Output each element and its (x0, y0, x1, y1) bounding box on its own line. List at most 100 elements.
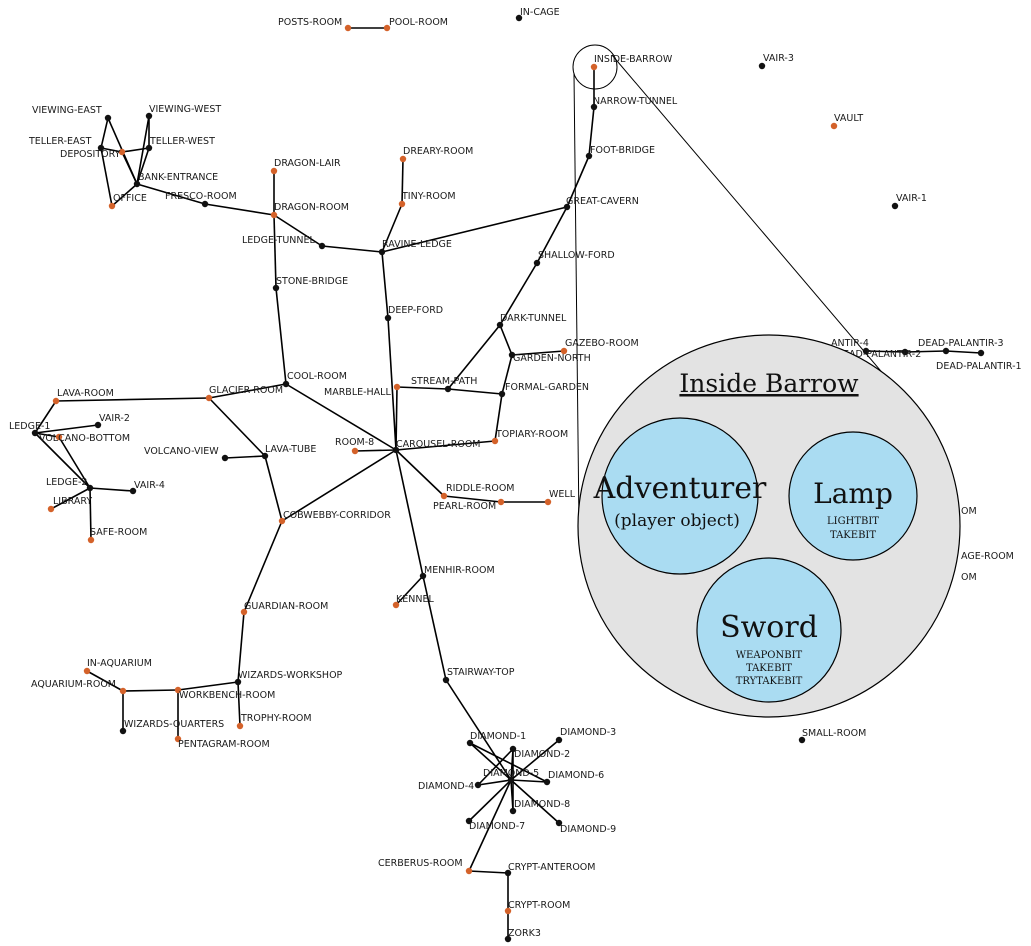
room-label-office: OFFICE (113, 193, 147, 204)
room-node-safe-room (87, 536, 95, 544)
room-label-diamond-1: DIAMOND-1 (470, 731, 526, 742)
room-node-diamond-6 (543, 778, 551, 786)
object-circle (788, 431, 918, 561)
room-node-tiny-room (398, 200, 406, 208)
passage-ledge-1-vair-2 (34, 424, 99, 434)
object-flag: TAKEBIT (746, 663, 792, 674)
room-node-vair-4 (129, 487, 137, 495)
room-node-pool-room (383, 24, 391, 32)
room-node-formal-garden (498, 390, 506, 398)
room-node-narrow-tunnel (590, 103, 598, 111)
room-node-dead-palantir-2 (901, 348, 909, 356)
room-label-cobwebby-corridor: COBWEBBY-CORRIDOR (283, 510, 391, 521)
passage-ledge-1-volcano-bottom (34, 432, 60, 438)
passage-teller-east-depository (100, 147, 123, 153)
room-label-well: WELL (549, 489, 576, 500)
room-node-pentagram-room (174, 735, 182, 743)
room-node-library (47, 505, 55, 513)
room-node-cerberus-room (465, 867, 473, 875)
room-node-inside-barrow (590, 63, 598, 71)
passage-stairway-top-diamond-5 (445, 679, 512, 781)
zoom-detail: Inside Barrow Adventurer (player object)… (577, 334, 961, 718)
room-label-zork3: ZORK3 (508, 928, 541, 939)
passage-teller-east-office (100, 147, 113, 207)
room-node-aquarium-room (119, 687, 127, 695)
room-label-crypt-anteroom: CRYPT-ANTEROOM (508, 862, 595, 873)
passage-viewing-west-bank-entrance (136, 115, 150, 185)
room-node-ledge-1 (31, 429, 39, 437)
passage-shallow-ford-dark-tunnel (499, 262, 538, 326)
passage-volcano-bottom-ledge-2 (58, 436, 91, 489)
passage-cool-room-carousel-room (285, 383, 397, 451)
room-node-stream-path (444, 385, 452, 393)
passage-diamond-6-diamond-5 (510, 779, 548, 783)
passage-great-cavern-shallow-ford (536, 206, 568, 264)
room-label-tiny-room: TINY-ROOM (401, 191, 456, 202)
passage-tiny-room-ravine-ledge (381, 203, 403, 253)
room-node-shallow-ford (533, 259, 541, 267)
room-label-safe-room: SAFE-ROOM (90, 527, 147, 538)
room-label-wizards-workshop: WIZARDS-WORKSHOP (238, 670, 343, 681)
room-label-diamond-3: DIAMOND-3 (560, 727, 616, 738)
room-label-great-cavern: GREAT-CAVERN (566, 196, 639, 207)
room-node-trophy-room (236, 722, 244, 730)
room-label-menhir-room: MENHIR-ROOM (424, 565, 495, 576)
room-node-vault (830, 122, 838, 130)
room-node-volcano-view (221, 454, 229, 462)
passage-menhir-room-stairway-top (422, 575, 447, 681)
room-label-library: LIBRARY (53, 496, 92, 507)
room-node-room-8 (351, 447, 359, 455)
room-node-diamond-4 (474, 781, 482, 789)
room-label-topiary-room: TOPIARY-ROOM (495, 429, 568, 440)
room-label-vair-2: VAIR-2 (99, 413, 130, 424)
object-circle (696, 557, 842, 703)
room-label-riddle-room: RIDDLE-ROOM (446, 483, 515, 494)
passage-lava-tube-cobwebby-corridor (264, 455, 283, 522)
object-circle (601, 417, 759, 575)
room-node-diamond-9 (555, 819, 563, 827)
passage-narrow-tunnel-foot-bridge (588, 106, 595, 157)
room-label-dead-palantir-2: EAD-PALANTIR-2 (843, 349, 921, 360)
passage-ledge-tunnel-ravine-ledge (321, 245, 383, 253)
passage-dragon-room-ledge-tunnel (273, 214, 323, 247)
room-node-viewing-west (145, 112, 153, 120)
room-node-gazebo-room (560, 347, 568, 355)
passage-riddle-room-pearl-room (443, 495, 502, 503)
room-node-palantir-4 (862, 347, 870, 355)
room-label-vair-3: VAIR-3 (763, 53, 794, 64)
room-node-office (108, 202, 116, 210)
room-label-diamond-7: DIAMOND-7 (469, 821, 525, 832)
passage-depository-bank-entrance (121, 151, 138, 185)
room-label-pool-room: POOL-ROOM (389, 17, 448, 28)
room-node-topiary-room (491, 437, 499, 445)
room-node-workbench-room (174, 686, 182, 694)
room-node-crypt-anteroom (504, 869, 512, 877)
room-node-depository (118, 148, 126, 156)
room-label-workbench-room: WORKBENCH-ROOM (179, 690, 275, 701)
room-node-diamond-5 (507, 776, 515, 784)
room-node-diamond-7 (465, 817, 473, 825)
room-node-in-aquarium (83, 667, 91, 675)
partial-label-1: OM (961, 506, 977, 517)
room-label-guardian-room: GUARDIAN-ROOM (244, 601, 328, 612)
room-label-crypt-room: CRYPT-ROOM (508, 900, 570, 911)
room-node-teller-east (97, 144, 105, 152)
object-name: Sword (720, 610, 818, 645)
room-label-foot-bridge: FOOT-BRIDGE (590, 145, 655, 156)
passage-teller-west-bank-entrance (136, 147, 150, 185)
passage-diamond-9-diamond-5 (510, 779, 560, 824)
room-label-marble-hall: MARBLE-HALL (324, 387, 391, 398)
room-node-cobwebby-corridor (278, 517, 286, 525)
object-adventurer: Adventurer (player object) (593, 417, 767, 575)
room-label-dead-palantir-3: DEAD-PALANTIR-3 (918, 338, 1004, 349)
room-label-diamond-9: DIAMOND-9 (560, 824, 616, 835)
passage-cerberus-room-crypt-anteroom (468, 870, 509, 874)
room-label-deep-ford: DEEP-FORD (388, 305, 443, 316)
room-node-well (544, 498, 552, 506)
room-label-vault: VAULT (834, 113, 863, 124)
passage-great-cavern-ravine-ledge (381, 206, 568, 253)
room-node-diamond-2 (509, 745, 517, 753)
object-flag: LIGHTBIT (827, 516, 879, 527)
room-node-dead-palantir-3 (942, 347, 950, 355)
passage-cobwebby-corridor-guardian-room (243, 520, 283, 613)
